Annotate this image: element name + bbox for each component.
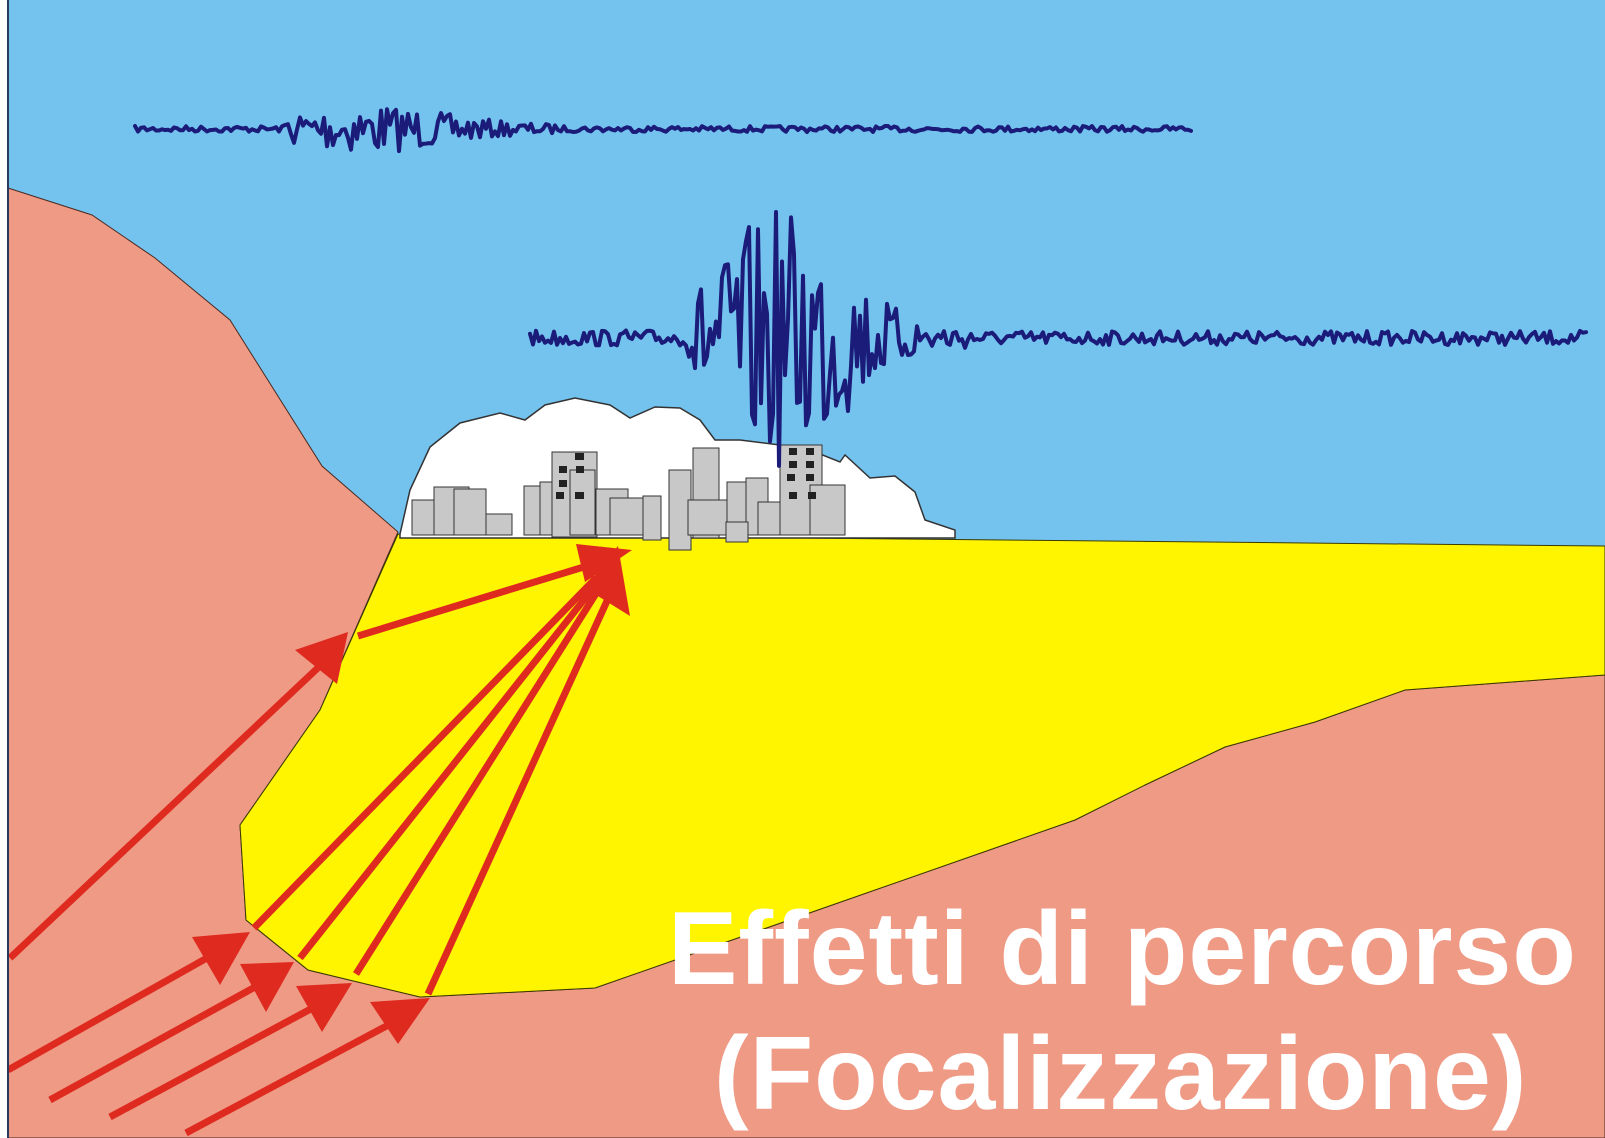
ray-arrowhead	[585, 546, 630, 616]
ray	[353, 582, 605, 976]
ray-arrowhead	[295, 632, 348, 684]
building	[642, 495, 662, 541]
ray	[48, 978, 266, 1104]
ray	[424, 588, 616, 996]
building	[453, 488, 487, 536]
seismic-rays	[6, 544, 632, 1137]
building	[609, 497, 647, 536]
ray	[108, 1000, 322, 1121]
ray	[184, 1018, 396, 1137]
ray-arrowhead	[296, 983, 352, 1032]
seismogram-basin-site	[528, 210, 1588, 468]
buildings	[411, 444, 846, 551]
ray	[297, 579, 601, 961]
ray	[6, 950, 216, 1074]
caption-title: Effetti di percorso	[668, 891, 1577, 1007]
frame-left-edge	[0, 0, 8, 1138]
building	[725, 521, 749, 543]
ray	[251, 575, 599, 931]
building	[569, 469, 596, 536]
building	[485, 513, 513, 536]
building	[687, 499, 729, 536]
ray-arrowhead	[240, 962, 294, 1012]
ray-arrowhead	[370, 998, 430, 1044]
ray	[7, 661, 325, 961]
seismogram-rock-site	[133, 107, 1193, 154]
caption-subtitle: (Focalizzazione)	[714, 1016, 1528, 1132]
ray-arrowhead	[192, 932, 250, 985]
ray	[356, 558, 602, 640]
